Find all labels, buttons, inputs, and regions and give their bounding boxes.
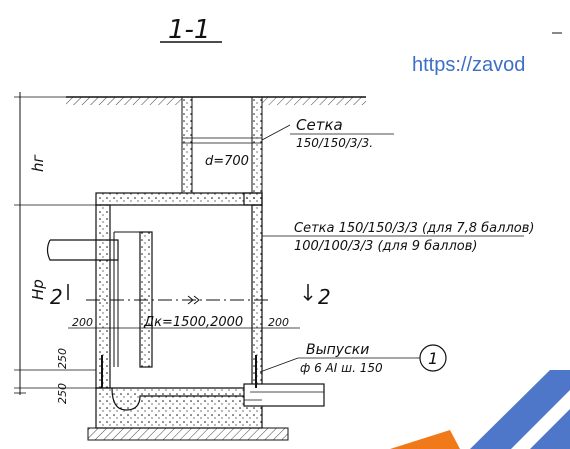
upper-right-wall [243,192,263,206]
mesh-top-label: Сетка [296,116,343,134]
hp-label: Hр [29,279,47,300]
dim-200-left: 200 [72,316,93,329]
dim-250-lower: 250 [56,383,69,404]
base-slab [87,387,289,441]
rebar-outlets [101,355,257,388]
mesh-main-spec: 100/100/3/3 (для 9 баллов) [294,239,477,254]
callout-number: 1 [428,349,438,368]
section-mark-left: 2 [50,285,63,309]
watermark-logo [390,370,570,449]
outlets-spec: ф 6 AI ш. 150 [300,361,383,375]
callout-circle [416,344,447,372]
inner-dimension-line [68,322,300,334]
mesh-main-label: Сетка 150/150/3/3 (для 7,8 баллов) [294,221,534,236]
ground-surface [66,96,366,105]
hg-label: hг [29,154,47,172]
left-dimension-line [14,92,96,395]
outlets-label: Выпуски [306,342,369,358]
mesh-top-spec: 150/150/3/3. [296,136,373,150]
section-mark-right: 2 [318,285,331,309]
dim-250-upper: 250 [56,348,69,369]
dim-200-right: 200 [268,316,289,329]
section-title: 1-1 [168,15,210,45]
url-text: https://zavod [412,54,525,76]
leader-lines [259,124,524,373]
neck-shaft [181,96,263,194]
diameter-label: d=700 [205,154,249,169]
cover-slab [95,192,263,206]
outlet-pipe [243,383,325,407]
inlet-pipe [46,239,119,367]
dim-dk: Дк=1500,2000 [143,315,243,330]
section-cut-line [67,284,313,305]
